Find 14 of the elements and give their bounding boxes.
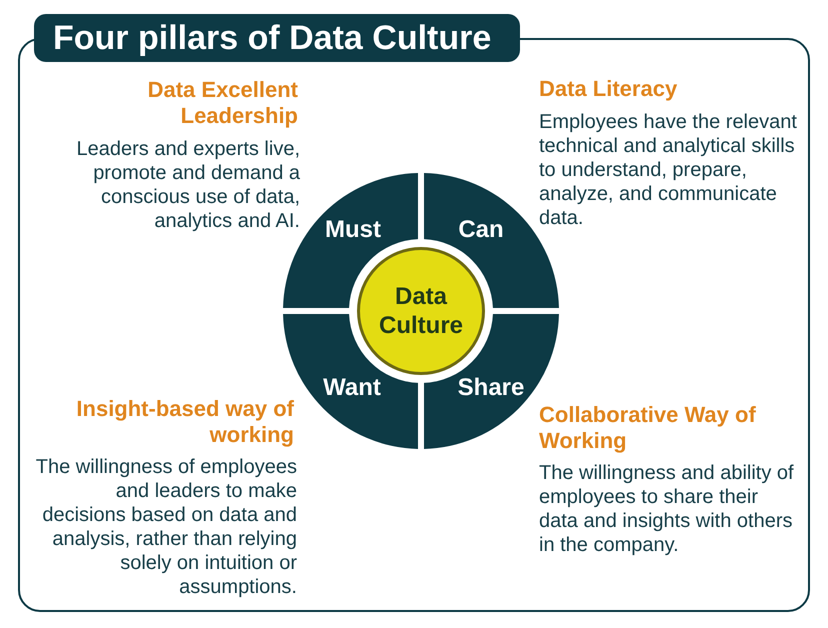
section-heading: Data Literacy xyxy=(539,76,678,102)
center-circle: Data Culture xyxy=(357,247,485,375)
segment-label: Share xyxy=(458,374,524,402)
section-heading: Data Excellent Leadership xyxy=(146,77,298,129)
section-description: The willingness of employees and leaders to make decisions based on data and analysis, rather than relying solely on intuition or assumptions. xyxy=(34,455,297,599)
section-heading: Collaborative Way of Working xyxy=(539,402,757,454)
segment-label: Can xyxy=(458,216,504,244)
section-description: Leaders and experts live, promote and demand a conscious use of data, analytics and AI. xyxy=(76,137,300,233)
title-banner: Four pillars of Data Culture xyxy=(34,14,520,62)
section-description: Employees have the relevant technical and analytical skills to understand, prepare, analyze, and communicate data. xyxy=(539,110,798,230)
section-description: The willingness and ability of employees to share their data and insights with others in the company. xyxy=(539,461,795,557)
section-heading: Insight-based way of working xyxy=(75,396,294,448)
segment-label: Must xyxy=(325,216,381,244)
segment-label: Want xyxy=(323,374,381,402)
